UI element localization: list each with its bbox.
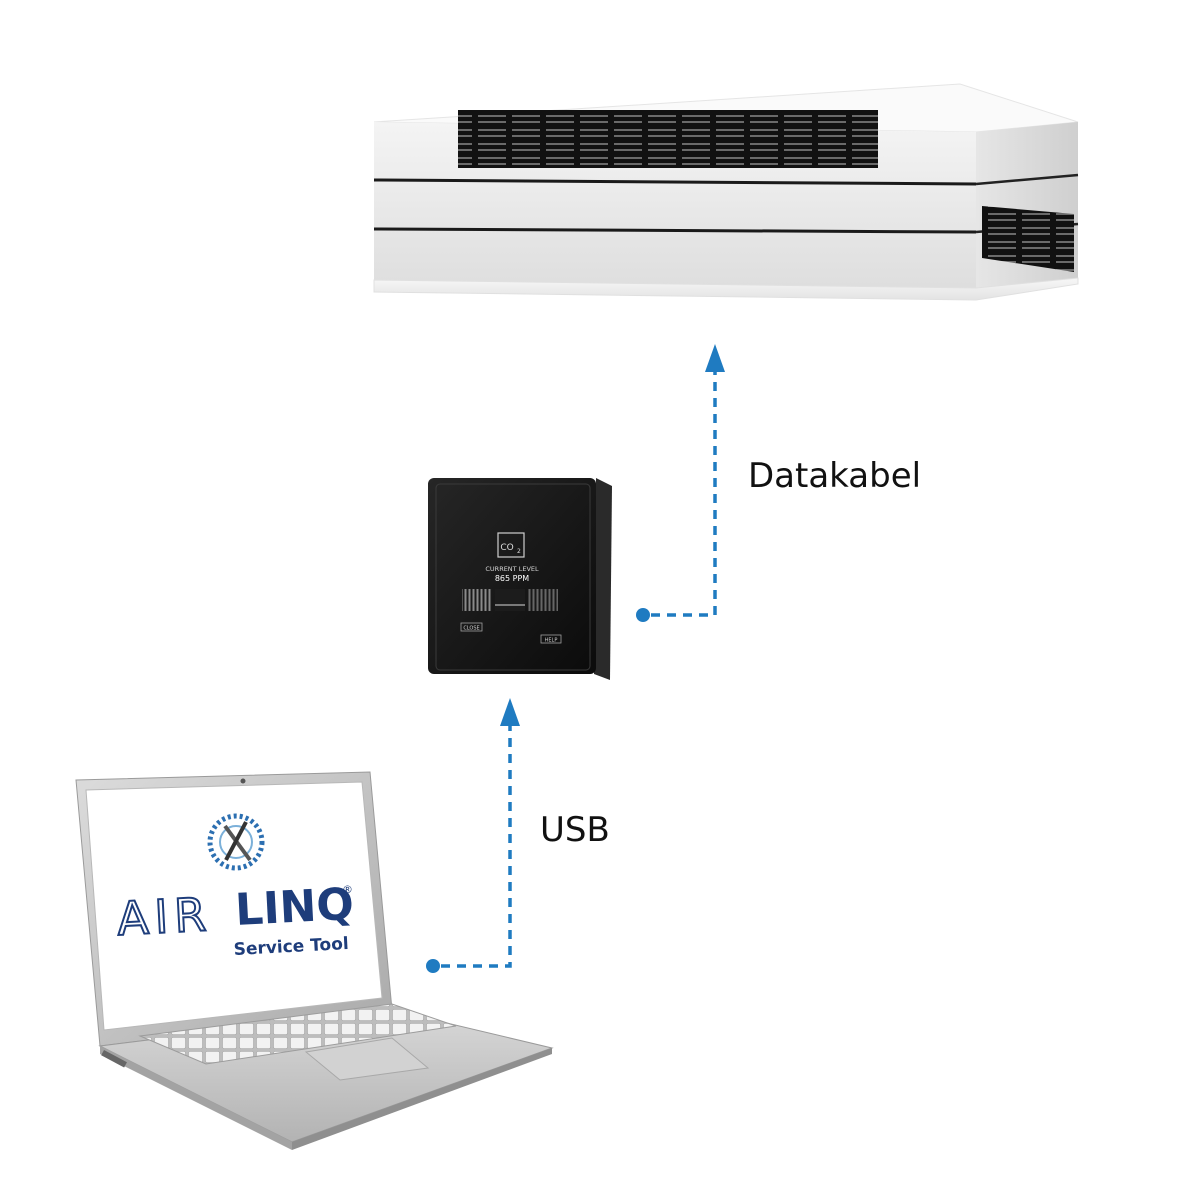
laptop-trackpad[interactable]: [304, 1037, 430, 1081]
usb-start-dot: [426, 959, 440, 973]
airlinq-registered-mark: ®: [342, 883, 353, 896]
co2-wall-panel: CO 2 CURRENT LEVEL 865 PPM CLOSE HELP: [428, 478, 612, 680]
co2-icon-subscript: 2: [517, 548, 521, 555]
laptop-screen: [85, 781, 383, 1031]
datakabel-arrowhead: [705, 344, 725, 372]
panel-reading-value: 865 PPM: [495, 574, 529, 583]
airlinq-logo-linq: LINQ: [234, 879, 355, 936]
laptop: AIR LINQ ® Service Tool: [75, 771, 554, 1150]
usb-arrowhead: [500, 698, 520, 726]
usb-label: USB: [540, 810, 610, 850]
level-bar-low: [462, 589, 492, 611]
panel-help-label: HELP: [545, 638, 558, 644]
airlinq-logo-air: AIR: [116, 887, 214, 946]
laptop-front-edge: [292, 1048, 552, 1150]
airlinq-logo-emblem: [207, 813, 265, 871]
unit-front-grille: [458, 110, 878, 168]
datakabel-line: [651, 370, 717, 617]
panel-face: [428, 478, 596, 674]
co2-icon-label: CO: [500, 543, 513, 553]
ceiling-ventilation-unit: [373, 83, 1079, 301]
level-bar-high: [528, 589, 558, 611]
panel-side: [594, 478, 612, 680]
laptop-ports: [101, 1050, 127, 1068]
datakabel-label: Datakabel: [748, 456, 922, 496]
panel-close-button[interactable]: [460, 622, 483, 632]
panel-help-button[interactable]: [540, 634, 562, 644]
datakabel-start-dot: [636, 608, 650, 622]
unit-bottom-lip: [373, 277, 1079, 301]
level-bar-mid: [495, 589, 525, 611]
unit-side-grille: [982, 206, 1074, 272]
datakabel-connector: [636, 344, 725, 622]
laptop-keyboard[interactable]: [138, 1003, 457, 1065]
laptop-camera: [240, 778, 246, 784]
usb-connector: [426, 698, 520, 973]
laptop-left-edge: [100, 1046, 292, 1150]
panel-close-label: CLOSE: [463, 626, 479, 632]
co2-icon: [497, 532, 525, 558]
panel-reading-title: CURRENT LEVEL: [485, 565, 539, 573]
usb-line: [441, 724, 512, 968]
